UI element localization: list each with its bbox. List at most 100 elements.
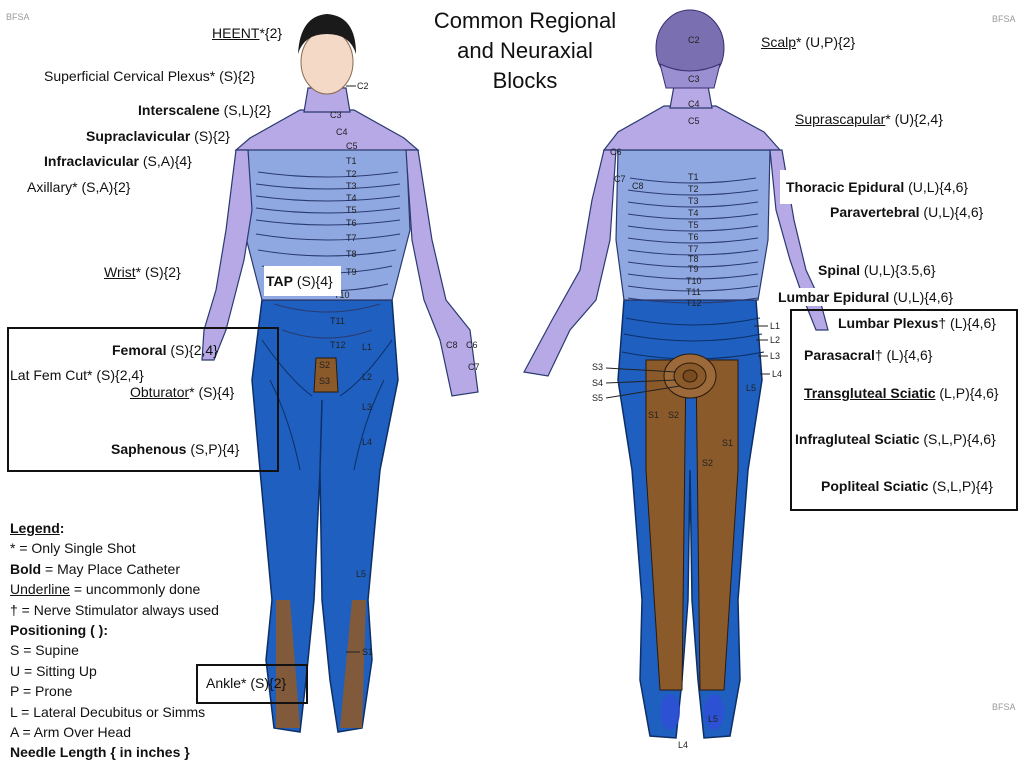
back-t10: T10 — [686, 276, 702, 286]
label-paravertebral: Paravertebral (U,L){4,6} — [830, 204, 984, 220]
back-left-arm — [523, 149, 617, 377]
label-suprascapular: Suprascapular* (U){2,4} — [795, 111, 943, 127]
label-thoracic-epidural: Thoracic Epidural (U,L){4,6} — [780, 170, 973, 204]
label-lat-fem-cut: Lat Fem Cut* (S){2,4} — [10, 367, 144, 383]
lower-extremity-front-box — [7, 327, 279, 472]
back-c6: C6 — [610, 147, 622, 157]
label-spinal: Spinal (U,L){3.5,6} — [818, 262, 936, 278]
back-s5: S5 — [592, 393, 603, 403]
back-s4: S4 — [592, 378, 603, 388]
front-shoulders — [234, 109, 420, 151]
front-t12: T12 — [330, 340, 346, 350]
back-l4-foot: L4 — [678, 740, 688, 750]
front-left-arm — [201, 149, 253, 361]
label-femoral: Femoral (S){2,4} — [112, 342, 218, 358]
back-l5-foot: L5 — [708, 714, 718, 724]
legend-underline: Underline = uncommonly done — [10, 581, 201, 598]
front-l5: L5 — [356, 569, 366, 579]
legend-prone: P = Prone — [10, 683, 73, 700]
legend-heading: Legend: — [10, 520, 65, 536]
front-figure — [201, 14, 479, 733]
label-infragluteal-sciatic: Infragluteal Sciatic (S,L,P){4,6} — [795, 431, 996, 447]
label-lumbar-epidural: Lumbar Epidural (U,L){4,6} — [776, 288, 956, 306]
label-wrist: Wrist* (S){2} — [104, 264, 181, 280]
watermark-bottom-right: BFSA — [992, 702, 1016, 712]
back-l5: L5 — [746, 383, 756, 393]
label-tap: TAP (S){4} — [264, 266, 341, 296]
label-infraclavicular: Infraclavicular (S,A){4} — [44, 153, 192, 169]
back-t6: T6 — [688, 232, 699, 242]
front-s1-right — [340, 600, 366, 728]
back-t3: T3 — [688, 196, 699, 206]
front-l2: L2 — [362, 372, 372, 382]
back-l3: L3 — [770, 351, 780, 361]
front-s3: S3 — [319, 376, 330, 386]
back-t1: T1 — [688, 172, 699, 182]
back-dermatome-labels: C2 C3 C4 C5 C6 C7 C8 T1 T2 T3 T4 T5 T6 T… — [592, 35, 782, 750]
watermark-top-right: BFSA — [992, 14, 1016, 24]
back-s3: S3 — [592, 362, 603, 372]
back-t8: T8 — [688, 254, 699, 264]
page-title: Common Regional and Neuraxial Blocks — [400, 6, 650, 96]
front-t1: T1 — [346, 156, 357, 166]
back-s2-right: S2 — [702, 458, 713, 468]
back-c5: C5 — [688, 116, 700, 126]
back-t11: T11 — [686, 287, 701, 297]
title-line-3: Blocks — [492, 68, 558, 93]
front-s2: S2 — [319, 360, 330, 370]
back-l1: L1 — [770, 321, 780, 331]
label-transgluteal-sciatic: Transgluteal Sciatic (L,P){4,6} — [804, 385, 999, 401]
watermark-top-left: BFSA — [6, 12, 30, 22]
front-sacral-patch — [313, 357, 339, 393]
back-t4: T4 — [688, 208, 699, 218]
front-l1: L1 — [362, 342, 372, 352]
label-parasacral: Parasacral† (L){4,6} — [804, 347, 933, 363]
back-shoulders — [602, 105, 782, 151]
legend-bold: Bold = May Place Catheter — [10, 560, 181, 577]
label-interscalene: Interscalene (S,L){2} — [138, 102, 272, 118]
back-l2: L2 — [770, 335, 780, 345]
back-c3: C3 — [688, 74, 700, 84]
front-face — [300, 29, 354, 95]
back-s1-s2-right — [695, 359, 739, 691]
legend-star: * = Only Single Shot — [10, 540, 136, 557]
back-figure — [523, 9, 829, 739]
label-supraclavicular: Supraclavicular (S){2} — [86, 128, 230, 144]
label-axillary: Axillary* (S,A){2} — [27, 179, 131, 195]
front-c2: C2 — [357, 81, 369, 91]
legend-lateral: L = Lateral Decubitus or Simms — [10, 703, 206, 720]
front-c6: C6 — [466, 340, 478, 350]
front-hair — [298, 14, 356, 54]
front-t2: T2 — [346, 169, 357, 179]
front-c8: C8 — [446, 340, 458, 350]
front-t7: T7 — [346, 233, 357, 243]
back-c8: C8 — [632, 181, 644, 191]
back-c7: C7 — [614, 174, 626, 184]
front-l4: L4 — [362, 437, 372, 447]
back-s1-left: S1 — [648, 410, 659, 420]
front-t8: T8 — [346, 249, 357, 259]
front-t11: T11 — [330, 316, 345, 326]
front-c5: C5 — [346, 141, 358, 151]
label-scalp: Scalp* (U,P){2} — [761, 34, 856, 50]
legend-supine: S = Supine — [10, 642, 79, 659]
back-c4: C4 — [688, 99, 700, 109]
label-obturator: Obturator* (S){4} — [130, 384, 235, 400]
front-t10: T10 — [334, 290, 350, 300]
front-dermatome-labels: C2 C3 C4 C5 T1 T2 T3 T4 T5 T6 T7 T8 T9 T… — [319, 81, 480, 657]
lower-extremity-back-box — [790, 309, 1018, 511]
legend-arm-over-head: A = Arm Over Head — [10, 724, 131, 741]
back-s1-right: S1 — [722, 438, 733, 448]
legend-positioning: Positioning ( ): — [10, 622, 108, 639]
front-t3: T3 — [346, 181, 357, 191]
legend: Legend: * = Only Single Shot Bold = May … — [10, 518, 219, 763]
front-t9: T9 — [346, 267, 357, 277]
front-l3: L3 — [362, 402, 372, 412]
back-t2: T2 — [688, 184, 699, 194]
title-line-2: and Neuraxial — [457, 38, 593, 63]
label-superficial-cervical: Superficial Cervical Plexus* (S){2} — [44, 68, 255, 84]
label-lumbar-plexus: Lumbar Plexus† (L){4,6} — [836, 314, 998, 332]
front-t6: T6 — [346, 218, 357, 228]
front-c4: C4 — [336, 127, 348, 137]
